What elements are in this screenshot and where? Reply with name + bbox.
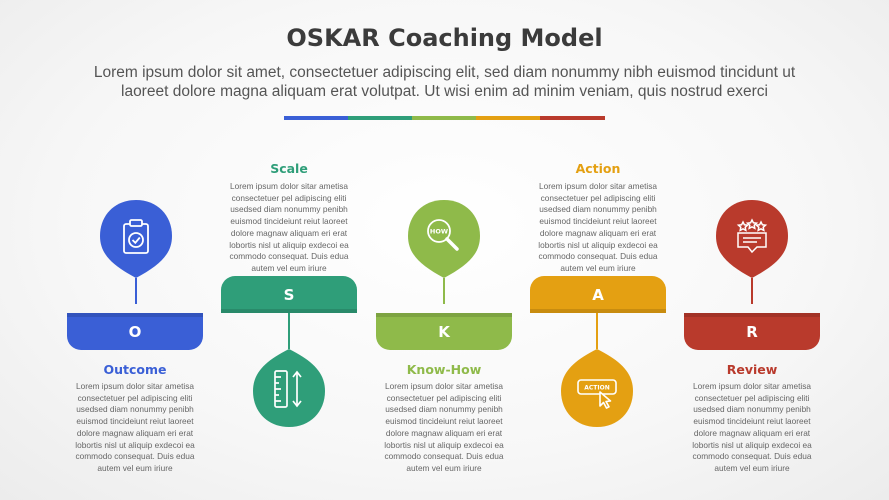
heading-scale: Scale bbox=[270, 161, 308, 176]
review-pin bbox=[716, 200, 788, 304]
know-how-pin: HOW bbox=[408, 200, 480, 304]
tab-k: K bbox=[376, 313, 512, 350]
color-bar-red bbox=[540, 116, 605, 120]
outcome-pin bbox=[100, 200, 172, 304]
subtitle-line-1: Lorem ipsum dolor sit amet, consectetuer… bbox=[93, 64, 796, 81]
color-bar-orange bbox=[476, 116, 540, 120]
subtitle-line-2: laoreet dolore magna aliquam erat volutp… bbox=[121, 82, 768, 100]
ruler-icon bbox=[274, 370, 302, 408]
page-subtitle: Lorem ipsum dolor sit amet, consectetuer… bbox=[55, 64, 834, 101]
tab-o: O bbox=[67, 313, 203, 350]
how-magnifier-icon bbox=[427, 219, 459, 251]
color-bar-teal bbox=[348, 116, 412, 120]
page-title: OSKAR Coaching Model bbox=[286, 24, 603, 52]
tab-a: A bbox=[530, 276, 666, 313]
clipboard-check-icon bbox=[123, 219, 149, 254]
color-bar-blue bbox=[284, 116, 348, 120]
svg-text:HOW: HOW bbox=[430, 228, 448, 236]
heading-review: Review bbox=[726, 362, 778, 377]
heading-outcome: Outcome bbox=[103, 362, 167, 377]
scale-pin bbox=[253, 313, 325, 427]
tab-s: S bbox=[221, 276, 357, 313]
svg-text:ACTION: ACTION bbox=[584, 385, 610, 392]
action-button-icon bbox=[577, 379, 617, 409]
color-bar-olive bbox=[412, 116, 476, 120]
review-stars-icon bbox=[736, 218, 768, 254]
action-pin: ACTION bbox=[561, 313, 633, 427]
heading-know-how: Know-How bbox=[406, 362, 482, 377]
heading-action: Action bbox=[575, 161, 621, 176]
tab-r: R bbox=[684, 313, 820, 350]
